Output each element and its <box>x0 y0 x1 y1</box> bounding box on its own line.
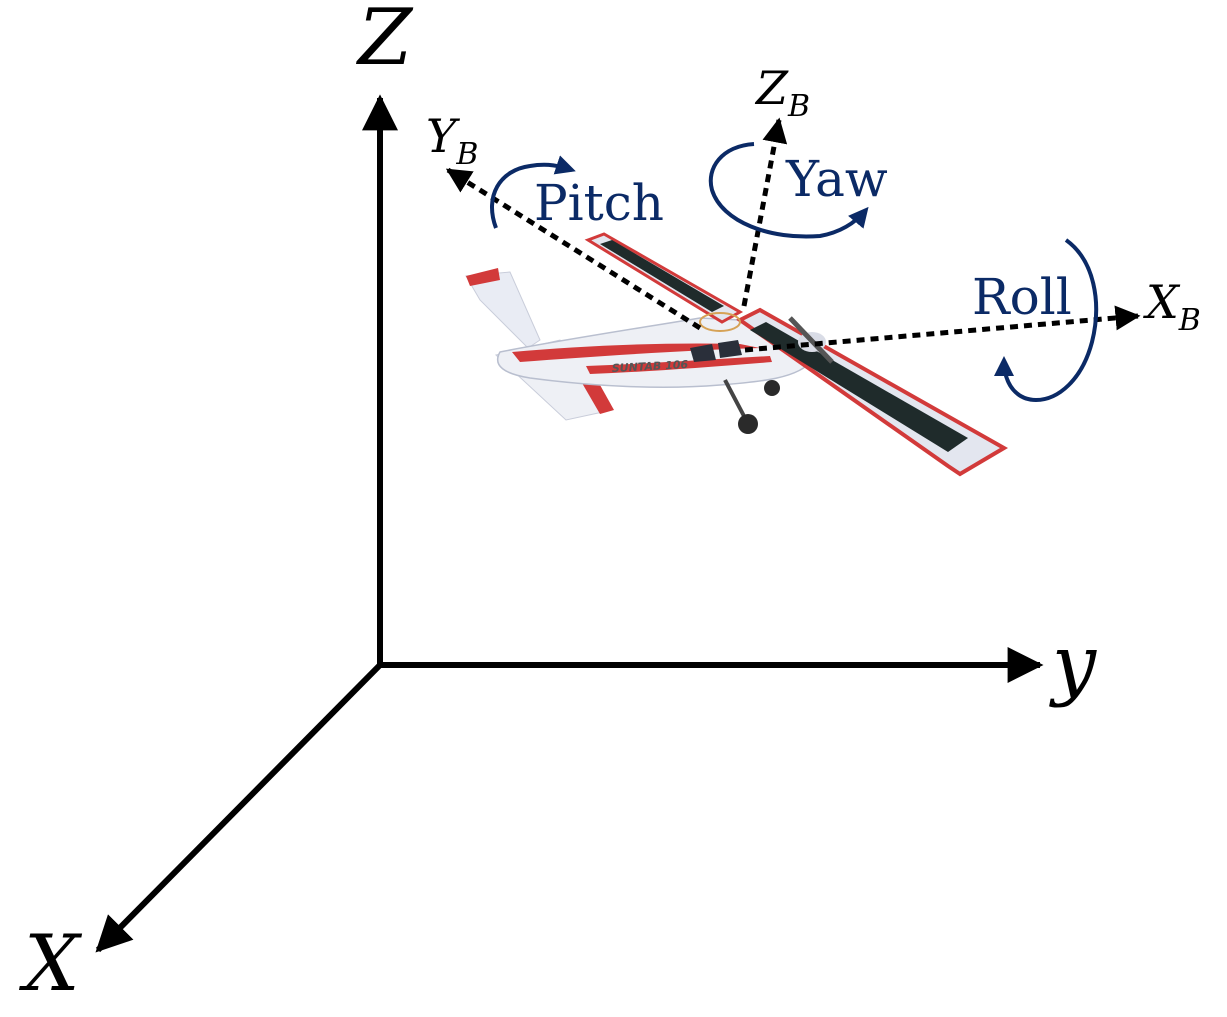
x-axis-label: X <box>18 919 83 1009</box>
propeller <box>788 316 834 364</box>
yaw-label: Yaw <box>785 150 888 208</box>
gear-strut-rear <box>723 379 747 419</box>
registration-text: SUNTAB 106 <box>611 358 688 375</box>
zb-axis <box>741 117 788 307</box>
yb-label: YB <box>426 109 478 172</box>
roll-label: Roll <box>972 268 1072 326</box>
right-wing-solar-panels <box>750 322 968 452</box>
cockpit-window <box>690 344 716 362</box>
pitch-arc <box>490 155 576 229</box>
roll-arc <box>994 238 1099 403</box>
x-axis <box>95 662 383 953</box>
xb-label: XB <box>1143 275 1201 338</box>
tail-fin-trim <box>466 268 500 286</box>
zb-label: ZB <box>754 61 810 124</box>
yaw-arc <box>708 142 869 239</box>
gear-wheel-front <box>764 380 780 396</box>
pitch-label: Pitch <box>534 174 664 232</box>
y-axis-label: y <box>1049 619 1097 709</box>
gear-wheel-rear <box>738 414 758 434</box>
side-window <box>718 340 742 358</box>
nose-logo <box>699 312 741 332</box>
yb-axis <box>445 167 702 331</box>
fuselage-stripe-lower <box>586 356 772 374</box>
body-axes: XB YB ZB <box>426 61 1201 353</box>
xb-axis <box>744 305 1141 353</box>
tail-fin <box>465 271 541 349</box>
inertial-axes: Z y X <box>18 0 1097 1009</box>
aircraft: SUNTAB 106 <box>465 232 1008 477</box>
rotations: Pitch Yaw Roll <box>490 142 1099 403</box>
z-axis-label: Z <box>355 0 414 83</box>
left-wing-solar-panels <box>600 240 724 312</box>
